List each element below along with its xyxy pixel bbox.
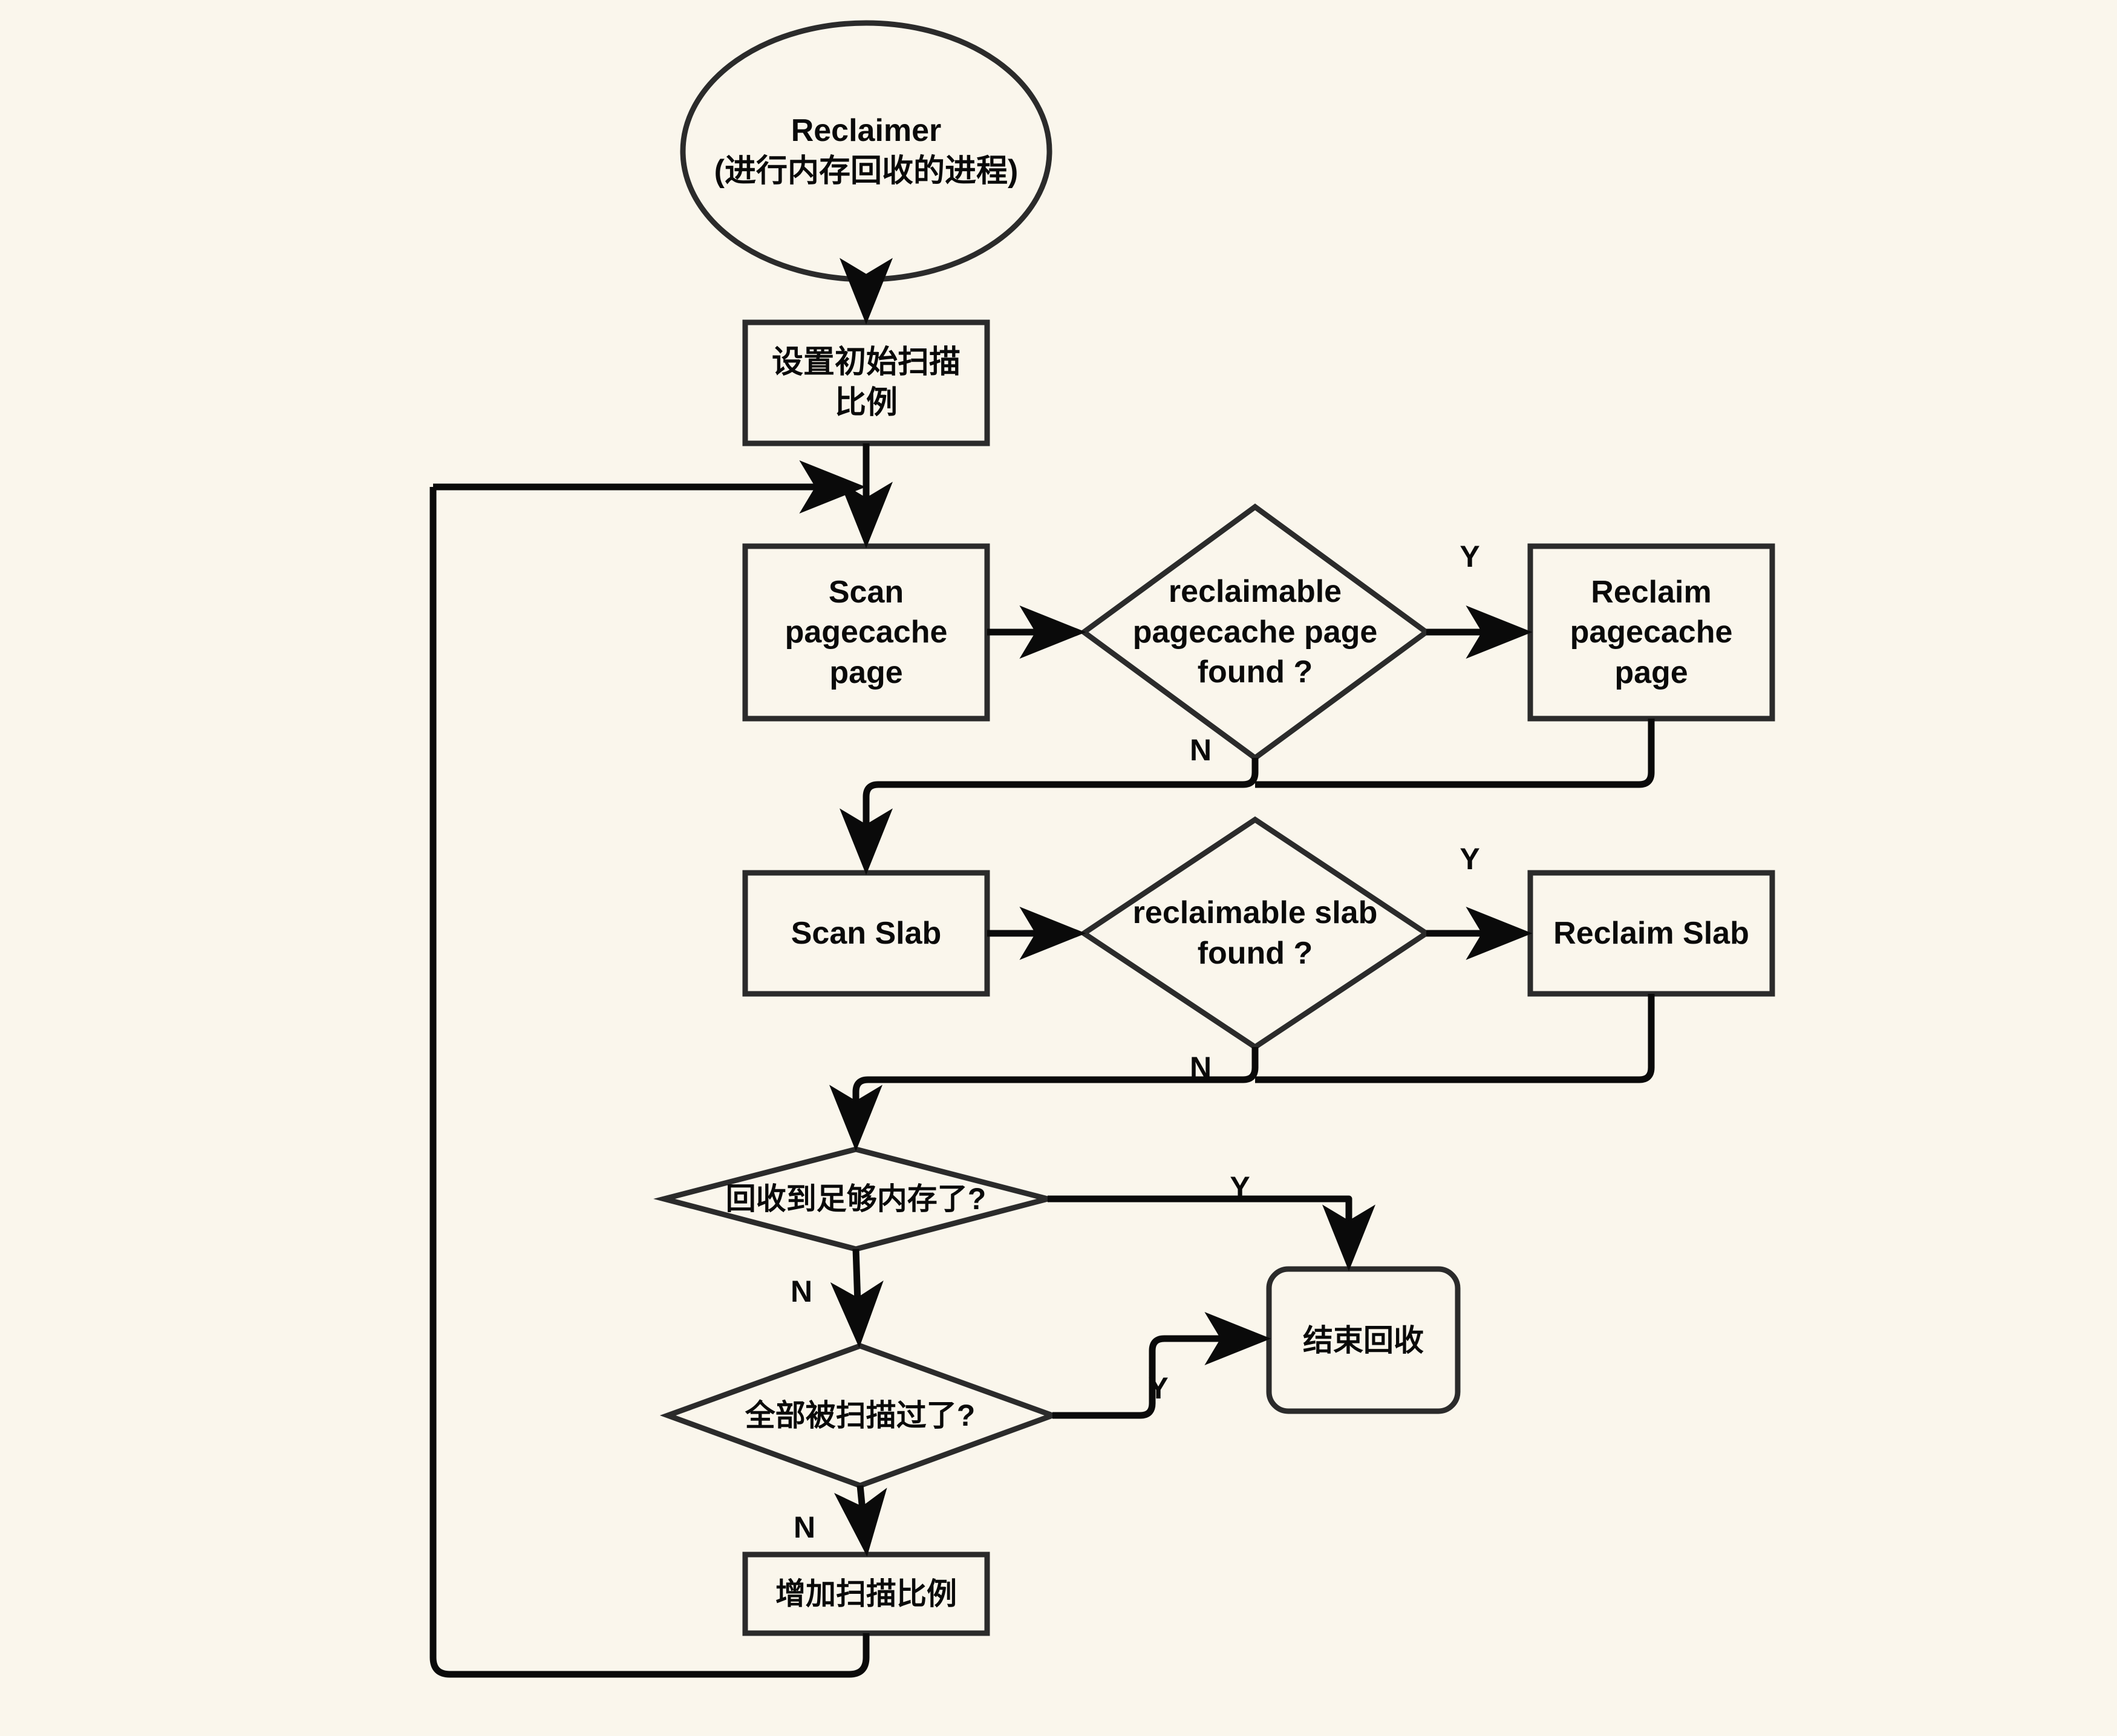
node-scan-pagecache-shape [742, 543, 990, 722]
node-pagecache-found-shape [1079, 503, 1431, 762]
node-slab-found-shape [1078, 816, 1432, 1051]
edge-all-scanned-no [833, 1485, 887, 1557]
node-end-reclaim-shape [1266, 1266, 1461, 1414]
edge-slab-found-no [829, 1047, 1259, 1152]
edge-pagecache-found-no [840, 758, 1259, 875]
node-reclaim-pagecache-shape [1527, 543, 1775, 722]
node-start-shape [680, 20, 1052, 282]
edge-enough-memory-yes [1048, 1195, 1375, 1271]
edge-enough-memory-no [830, 1248, 884, 1348]
node-scan-slab-shape [742, 870, 990, 997]
node-all-scanned-shape [659, 1343, 1061, 1489]
edge-reclaim-slab-to-merge [1255, 994, 1655, 1083]
edge-all-scanned-yes [1052, 1312, 1271, 1419]
node-set-initial-ratio-shape [742, 319, 990, 446]
node-reclaim-slab-shape [1527, 870, 1775, 997]
node-enough-memory-shape [653, 1146, 1058, 1252]
edge-increase-ratio-to-loop [429, 487, 870, 1678]
edge-reclaim-pagecache-to-merge [1255, 719, 1655, 788]
node-increase-ratio-shape [742, 1552, 990, 1636]
